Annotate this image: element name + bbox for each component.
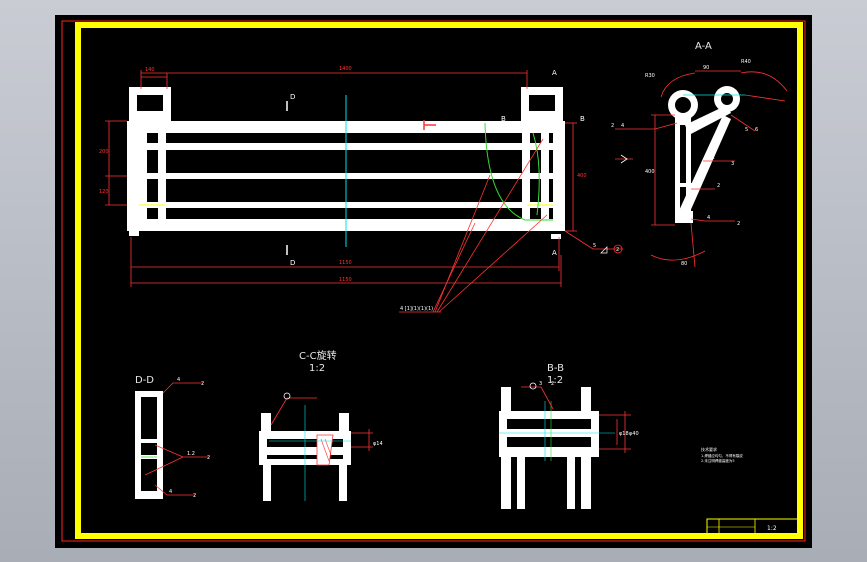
title-block-scale: 1:2 [767,525,777,532]
main-view: D D A A B B [127,69,585,267]
aa-weld-fillet-3: 3 [731,161,734,167]
aa-dim-top: 90 [703,65,709,71]
inner-frame [75,22,803,539]
right-bracket-slot [529,95,555,111]
weld-ref-main: 2 [616,247,619,253]
section-mark-d-top: D [290,93,295,101]
aa-weld-fillet-5: 5 [745,127,748,133]
aa-weld-leaders [615,114,756,222]
dim-top-total: 1400 [339,66,352,72]
section-mark-a-top: A [552,69,557,77]
cc-view-scale: 1:2 [309,363,325,374]
dim-bottom-inner: 1150 [339,260,352,266]
aa-view: A-A [668,41,745,223]
dd-weld-ref-1: 2 [201,381,204,387]
dim-bottom-total: 1150 [339,277,352,283]
technical-notes: 技术要求 1.焊缝应均匀，不得有裂纹 2.未注明焊缝高度为5 [701,446,743,463]
aa-radius-large: R40 [741,59,751,65]
main-view-dimensions [105,70,577,287]
dd-view-label: D-D [135,375,154,386]
notes-title: 技术要求 [701,446,717,452]
bb-view: B-B 1:2 [499,363,615,509]
dd-weld-ref-3: 2 [193,493,196,499]
dd-weld-ref-2: 2 [207,455,210,461]
weld-fillet-5-main: 5 [593,243,596,249]
aa-weld-fillet-6: 6 [755,127,758,133]
bb-dim-hole: φ18 [619,431,629,437]
aa-weld-fillet-4-a: 4 [621,123,624,129]
notes-line-2: 2.未注明焊缝高度为5 [701,458,735,463]
aa-view-label: A-A [695,41,712,52]
cc-dim-hole: φ14 [373,441,383,447]
aa-weld-fillet-4-b: 4 [707,215,710,221]
aa-view-dimensions [650,70,788,268]
aa-weld-fillet-12: 1.2 [707,155,715,161]
bb-view-scale: 1:2 [547,375,563,386]
aa-weld-ref-1: 2 [611,123,614,129]
aa-dim-bottom: 80 [681,261,687,267]
section-mark-b-right: B [580,115,585,123]
section-mark-a-bottom: A [552,249,557,257]
bb-weld-ref: 2 [551,381,554,387]
dd-weld-fillet-12: 1.2 [187,451,195,457]
bb-view-label: B-B [547,363,564,374]
dd-weld-fillet-4-b: 4 [169,489,172,495]
section-mark-d-bottom: D [290,259,295,267]
cc-view-label: C-C旋转 [299,349,337,362]
aa-weld-ref-3: 2 [737,221,740,227]
notes-line-1: 1.焊缝应均匀，不得有裂纹 [701,453,743,458]
dd-weld-leaders [144,382,209,496]
bb-leaders [521,386,631,453]
cad-drawing-sheet: D D A A B B 140 1400 1150 11 [61,20,806,542]
title-block: 1:2 [706,518,800,536]
dim-top-left: 140 [145,67,155,73]
weld-leaders [399,138,623,313]
bb-weld-fillet-3: 3 [539,381,542,387]
dim-left-upper: 200 [99,149,109,155]
aa-dim-left-height: 400 [645,169,655,175]
outer-frame [61,20,806,542]
aa-weld-ref-2: 2 [717,183,720,189]
weld-main-label: 4 [1](1)(1)(1) [400,306,433,312]
dd-view: D-D [135,375,163,499]
dd-weld-fillet-4-a: 4 [177,377,180,383]
drawing-canvas[interactable]: D D A A B B 140 1400 1150 11 [55,15,812,548]
dim-right-height: 400 [577,173,587,179]
aa-radius-small: R30 [645,73,655,79]
dim-left-lower: 120 [99,189,109,195]
section-mark-b-left: B [501,115,506,123]
weld-section-curve [484,122,553,221]
main-view-dimension-text: 140 1400 1150 1150 200 120 400 [99,66,587,283]
left-bracket-slot [137,95,163,111]
bb-dim-bore: φ40 [629,431,639,437]
cc-view: C-C旋转 1:2 [259,349,351,501]
cc-leaders [270,397,373,451]
